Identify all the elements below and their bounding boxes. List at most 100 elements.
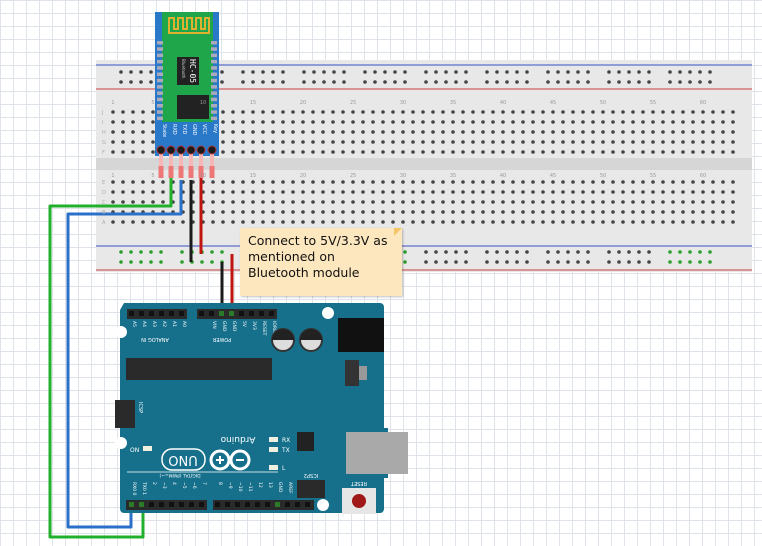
breadboard-hole[interactable] xyxy=(291,150,295,154)
breadboard-hole[interactable] xyxy=(331,180,335,184)
breadboard-hole[interactable] xyxy=(401,120,405,124)
rail-hole[interactable] xyxy=(637,250,641,254)
breadboard-hole[interactable] xyxy=(601,140,605,144)
breadboard-hole[interactable] xyxy=(511,200,515,204)
breadboard-hole[interactable] xyxy=(521,150,525,154)
breadboard-hole[interactable] xyxy=(401,200,405,204)
breadboard-hole[interactable] xyxy=(221,150,225,154)
rail-hole[interactable] xyxy=(139,250,143,254)
breadboard-hole[interactable] xyxy=(641,150,645,154)
breadboard-hole[interactable] xyxy=(671,120,675,124)
breadboard-hole[interactable] xyxy=(441,110,445,114)
breadboard-hole[interactable] xyxy=(251,140,255,144)
breadboard-hole[interactable] xyxy=(691,140,695,144)
breadboard-hole[interactable] xyxy=(431,140,435,144)
breadboard-hole[interactable] xyxy=(131,130,135,134)
breadboard-hole[interactable] xyxy=(151,150,155,154)
breadboard-hole[interactable] xyxy=(721,110,725,114)
breadboard-hole[interactable] xyxy=(301,140,305,144)
breadboard-hole[interactable] xyxy=(721,180,725,184)
breadboard-hole[interactable] xyxy=(431,110,435,114)
rail-hole[interactable] xyxy=(149,260,153,264)
breadboard-hole[interactable] xyxy=(461,130,465,134)
rail-hole[interactable] xyxy=(220,70,224,74)
breadboard-hole[interactable] xyxy=(451,110,455,114)
breadboard-hole[interactable] xyxy=(231,150,235,154)
breadboard-hole[interactable] xyxy=(511,140,515,144)
breadboard-hole[interactable] xyxy=(221,130,225,134)
breadboard-hole[interactable] xyxy=(301,110,305,114)
rail-hole[interactable] xyxy=(251,80,255,84)
breadboard-hole[interactable] xyxy=(591,120,595,124)
breadboard-hole[interactable] xyxy=(171,220,175,224)
breadboard-hole[interactable] xyxy=(671,200,675,204)
rail-hole[interactable] xyxy=(149,80,153,84)
rail-hole[interactable] xyxy=(302,70,306,74)
breadboard-hole[interactable] xyxy=(441,180,445,184)
rail-hole[interactable] xyxy=(495,260,499,264)
breadboard-hole[interactable] xyxy=(481,210,485,214)
breadboard-hole[interactable] xyxy=(721,220,725,224)
rail-hole[interactable] xyxy=(332,80,336,84)
rail-hole[interactable] xyxy=(251,70,255,74)
breadboard-hole[interactable] xyxy=(151,120,155,124)
breadboard-hole[interactable] xyxy=(621,190,625,194)
breadboard-hole[interactable] xyxy=(661,220,665,224)
breadboard-hole[interactable] xyxy=(251,150,255,154)
rail-hole[interactable] xyxy=(627,70,631,74)
breadboard-hole[interactable] xyxy=(601,130,605,134)
breadboard-hole[interactable] xyxy=(451,130,455,134)
rail-hole[interactable] xyxy=(342,70,346,74)
module-pin-gnd[interactable] xyxy=(186,145,196,155)
rail-hole[interactable] xyxy=(373,80,377,84)
breadboard-hole[interactable] xyxy=(441,130,445,134)
breadboard-hole[interactable] xyxy=(141,180,145,184)
breadboard-hole[interactable] xyxy=(511,150,515,154)
breadboard-hole[interactable] xyxy=(231,210,235,214)
breadboard-hole[interactable] xyxy=(291,110,295,114)
rail-hole[interactable] xyxy=(668,80,672,84)
breadboard-hole[interactable] xyxy=(131,200,135,204)
breadboard-hole[interactable] xyxy=(501,120,505,124)
rail-hole[interactable] xyxy=(434,80,438,84)
breadboard-hole[interactable] xyxy=(571,120,575,124)
rail-hole[interactable] xyxy=(688,260,692,264)
analog-pin[interactable] xyxy=(139,311,144,316)
breadboard-hole[interactable] xyxy=(271,120,275,124)
analog-pin[interactable] xyxy=(169,311,174,316)
breadboard-hole[interactable] xyxy=(341,200,345,204)
breadboard-hole[interactable] xyxy=(451,200,455,204)
breadboard-hole[interactable] xyxy=(451,190,455,194)
breadboard-hole[interactable] xyxy=(321,130,325,134)
breadboard-hole[interactable] xyxy=(701,220,705,224)
breadboard-hole[interactable] xyxy=(371,200,375,204)
breadboard-hole[interactable] xyxy=(601,210,605,214)
breadboard-hole[interactable] xyxy=(561,200,565,204)
breadboard-hole[interactable] xyxy=(131,110,135,114)
rail-hole[interactable] xyxy=(546,250,550,254)
breadboard-hole[interactable] xyxy=(591,130,595,134)
breadboard-hole[interactable] xyxy=(681,210,685,214)
breadboard-hole[interactable] xyxy=(541,120,545,124)
breadboard-hole[interactable] xyxy=(261,210,265,214)
breadboard-hole[interactable] xyxy=(611,120,615,124)
rail-hole[interactable] xyxy=(688,250,692,254)
breadboard-hole[interactable] xyxy=(691,110,695,114)
breadboard-hole[interactable] xyxy=(681,120,685,124)
breadboard-hole[interactable] xyxy=(421,130,425,134)
module-pin-rxd[interactable] xyxy=(166,145,176,155)
breadboard-hole[interactable] xyxy=(441,210,445,214)
breadboard-hole[interactable] xyxy=(601,120,605,124)
digital-pin[interactable] xyxy=(149,502,154,507)
breadboard-hole[interactable] xyxy=(471,220,475,224)
breadboard-hole[interactable] xyxy=(471,150,475,154)
breadboard-hole[interactable] xyxy=(631,210,635,214)
breadboard-hole[interactable] xyxy=(391,120,395,124)
breadboard-hole[interactable] xyxy=(681,180,685,184)
breadboard-hole[interactable] xyxy=(111,220,115,224)
breadboard-hole[interactable] xyxy=(671,110,675,114)
breadboard-hole[interactable] xyxy=(111,150,115,154)
breadboard-hole[interactable] xyxy=(701,210,705,214)
breadboard-hole[interactable] xyxy=(221,210,225,214)
breadboard-hole[interactable] xyxy=(651,120,655,124)
